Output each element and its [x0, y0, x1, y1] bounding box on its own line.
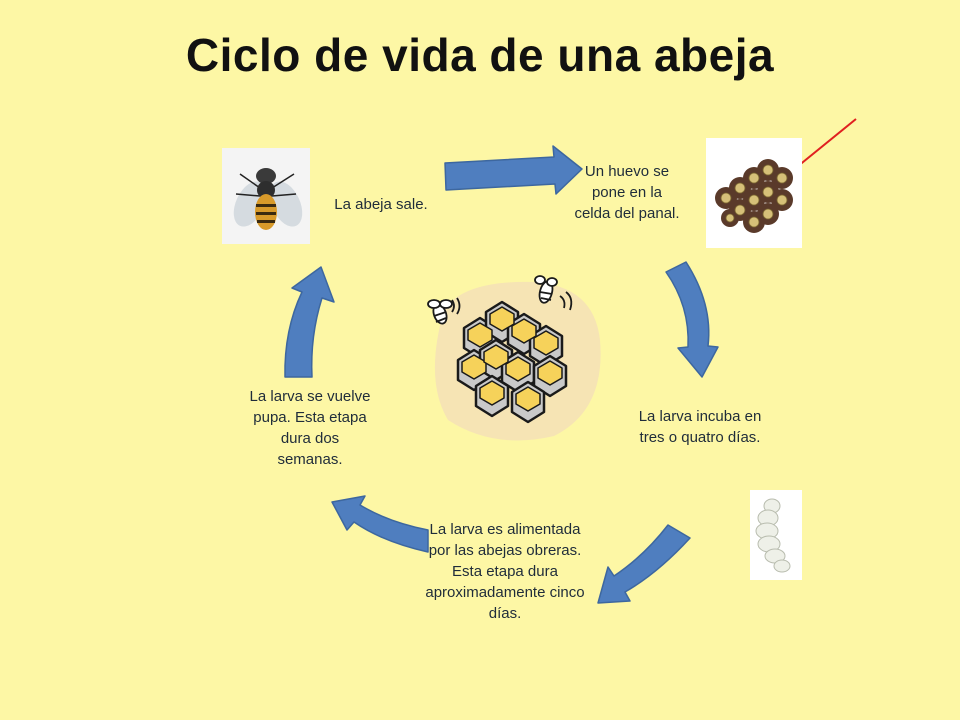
step-larva-hatches: La larva incuba en tres o quatro días. — [638, 408, 762, 446]
bee-clipart-left — [427, 297, 461, 325]
honeycomb-bees-clipart-icon — [424, 270, 606, 448]
cycle-arrow-right — [665, 261, 719, 378]
cycle-arrow-bottom-left — [331, 495, 429, 553]
bee-clipart-right — [534, 275, 573, 311]
cycle-arrow-top — [444, 145, 583, 195]
larva-photo-icon — [750, 490, 802, 580]
step-egg-laid: Un huevo se pone en la celda del panal. — [574, 163, 680, 222]
step-bee-emerges: La abeja sale. — [334, 196, 428, 213]
step-pupa: La larva se vuelve pupa. Esta etapa dura… — [249, 388, 371, 468]
step-larva-fed: La larva es alimentada por las abejas ob… — [425, 521, 585, 622]
honeycomb-eggs-photo-icon — [706, 138, 802, 248]
page-title: Ciclo de vida de una abeja — [185, 29, 775, 81]
cycle-arrow-bottom-right — [597, 524, 691, 604]
fly-photo-icon — [222, 148, 310, 244]
cycle-arrow-left — [284, 266, 335, 378]
